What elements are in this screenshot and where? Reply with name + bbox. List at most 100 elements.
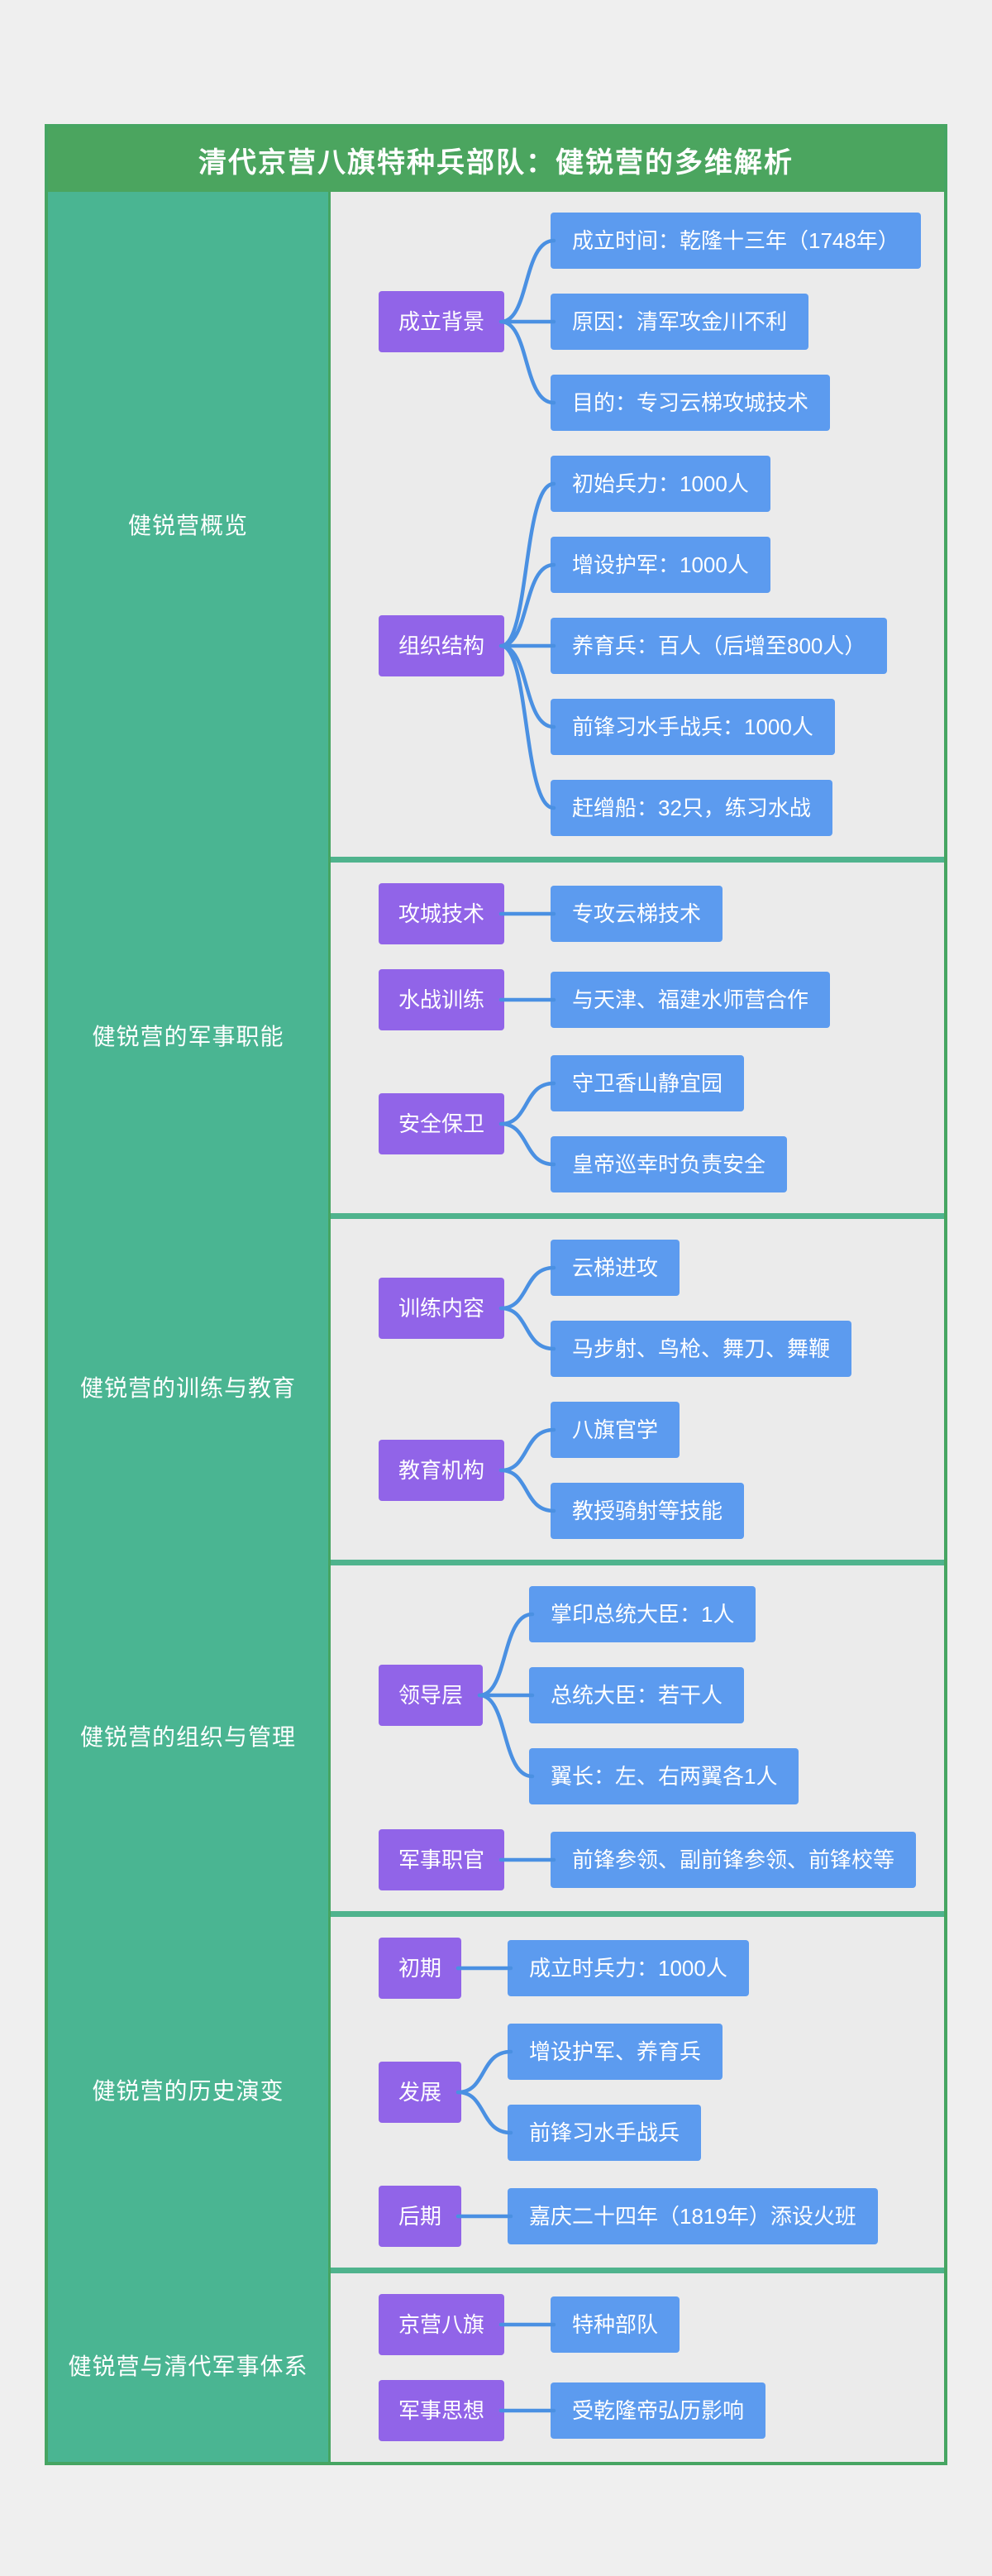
topic-node[interactable]: 后期 <box>379 2186 462 2247</box>
section-label-text: 健锐营与清代军事体系 <box>68 2353 308 2379</box>
branch-connector <box>477 1586 535 1804</box>
leaf-node[interactable]: 成立时兵力：1000人 <box>508 1940 749 1996</box>
branch-connector <box>498 1055 556 1192</box>
leaf-node[interactable]: 掌印总统大臣：1人 <box>529 1586 756 1642</box>
topic-node[interactable]: 水战训练 <box>379 969 505 1030</box>
topic-node[interactable]: 训练内容 <box>379 1278 505 1339</box>
leaf-node[interactable]: 前锋习水手战兵 <box>508 2105 702 2161</box>
branch: 发展 增设护军、养育兵 前锋习水手战兵 <box>379 2024 928 2161</box>
section-overview: 健锐营概览 成立背景 成立时间：乾隆十三年（1748年） 原因：清军攻金川不利 … <box>48 192 944 857</box>
topic-node[interactable]: 领导层 <box>379 1665 484 1726</box>
branch: 水战训练 与天津、福建水师营合作 <box>379 969 928 1030</box>
children-column: 成立时兵力：1000人 <box>508 1940 749 1996</box>
section-content: 训练内容 云梯进攻 马步射、鸟枪、舞刀、舞鞭 教育机构 八旗官学 教授骑射等技能 <box>331 1213 944 1560</box>
children-column: 专攻云梯技术 <box>551 886 723 942</box>
topic-node[interactable]: 军事思想 <box>379 2380 505 2441</box>
topic-node[interactable]: 安全保卫 <box>379 1093 505 1154</box>
section-label-training-education[interactable]: 健锐营的训练与教育 <box>48 1213 331 1560</box>
branch-connector <box>498 969 556 1030</box>
branch: 成立背景 成立时间：乾隆十三年（1748年） 原因：清军攻金川不利 目的：专习云… <box>379 213 928 431</box>
branch: 军事职官 前锋参领、副前锋参领、前锋校等 <box>379 1829 928 1890</box>
section-historical-evolution: 健锐营的历史演变 初期 成立时兵力：1000人 发展 增设护军、 <box>48 1911 944 2268</box>
topic-node[interactable]: 教育机构 <box>379 1440 505 1501</box>
topic-node[interactable]: 成立背景 <box>379 291 505 352</box>
section-label-overview[interactable]: 健锐营概览 <box>48 192 331 857</box>
leaf-node[interactable]: 成立时间：乾隆十三年（1748年） <box>551 213 921 269</box>
leaf-node[interactable]: 受乾隆帝弘历影响 <box>551 2382 766 2439</box>
leaf-node[interactable]: 守卫香山静宜园 <box>551 1055 745 1111</box>
section-label-historical-evolution[interactable]: 健锐营的历史演变 <box>48 1911 331 2268</box>
children-column: 云梯进攻 马步射、鸟枪、舞刀、舞鞭 <box>551 1240 852 1377</box>
branch: 训练内容 云梯进攻 马步射、鸟枪、舞刀、舞鞭 <box>379 1240 928 1377</box>
leaf-node[interactable]: 前锋参领、副前锋参领、前锋校等 <box>551 1832 917 1888</box>
section-label-military-functions[interactable]: 健锐营的军事职能 <box>48 857 331 1213</box>
leaf-node[interactable]: 前锋习水手战兵：1000人 <box>551 699 835 755</box>
leaf-node[interactable]: 嘉庆二十四年（1819年）添设火班 <box>508 2188 878 2244</box>
children-column: 八旗官学 教授骑射等技能 <box>551 1402 745 1539</box>
leaf-node[interactable]: 教授骑射等技能 <box>551 1483 745 1539</box>
section-organization-management: 健锐营的组织与管理 领导层 掌印总统大臣：1人 总统大臣：若干人 翼长：左、右两… <box>48 1560 944 1911</box>
section-content: 京营八旗 特种部队 军事思想 受乾隆帝弘历影响 <box>331 2268 944 2462</box>
branch: 京营八旗 特种部队 <box>379 2294 928 2355</box>
children-column: 前锋参领、副前锋参领、前锋校等 <box>551 1832 917 1888</box>
leaf-node[interactable]: 翼长：左、右两翼各1人 <box>529 1748 799 1804</box>
section-qing-military-system: 健锐营与清代军事体系 京营八旗 特种部队 军事思想 受乾隆帝弘历 <box>48 2268 944 2462</box>
leaf-node[interactable]: 增设护军：1000人 <box>551 537 770 593</box>
section-label-text: 健锐营的训练与教育 <box>79 1374 296 1401</box>
topic-node[interactable]: 初期 <box>379 1938 462 1999</box>
leaf-node[interactable]: 专攻云梯技术 <box>551 886 723 942</box>
leaf-node[interactable]: 总统大臣：若干人 <box>529 1667 745 1723</box>
leaf-node[interactable]: 养育兵：百人（后增至800人） <box>551 618 888 674</box>
section-content: 初期 成立时兵力：1000人 发展 增设护军、养育兵 前锋习水手战兵 <box>331 1911 944 2268</box>
section-military-functions: 健锐营的军事职能 攻城技术 专攻云梯技术 水战训练 与天津、福建 <box>48 857 944 1213</box>
section-training-education: 健锐营的训练与教育 训练内容 云梯进攻 马步射、鸟枪、舞刀、舞鞭 教育机构 <box>48 1213 944 1560</box>
children-column: 初始兵力：1000人 增设护军：1000人 养育兵：百人（后增至800人） 前锋… <box>551 456 888 836</box>
topic-node[interactable]: 京营八旗 <box>379 2294 505 2355</box>
leaf-node[interactable]: 与天津、福建水师营合作 <box>551 972 831 1028</box>
children-column: 特种部队 <box>551 2296 680 2353</box>
branch: 安全保卫 守卫香山静宜园 皇帝巡幸时负责安全 <box>379 1055 928 1192</box>
topic-node[interactable]: 攻城技术 <box>379 883 505 944</box>
children-column: 成立时间：乾隆十三年（1748年） 原因：清军攻金川不利 目的：专习云梯攻城技术 <box>551 213 921 431</box>
leaf-node[interactable]: 初始兵力：1000人 <box>551 456 770 512</box>
topic-node[interactable]: 组织结构 <box>379 615 505 676</box>
branch-connector <box>498 1240 556 1377</box>
children-column: 掌印总统大臣：1人 总统大臣：若干人 翼长：左、右两翼各1人 <box>529 1586 799 1804</box>
children-column: 受乾隆帝弘历影响 <box>551 2382 766 2439</box>
section-label-organization-management[interactable]: 健锐营的组织与管理 <box>48 1560 331 1911</box>
branch-connector <box>455 1938 513 1999</box>
leaf-node[interactable]: 云梯进攻 <box>551 1240 680 1296</box>
leaf-node[interactable]: 特种部队 <box>551 2296 680 2353</box>
branch: 初期 成立时兵力：1000人 <box>379 1938 928 1999</box>
children-column: 嘉庆二十四年（1819年）添设火班 <box>508 2188 878 2244</box>
branch-connector <box>498 1829 556 1890</box>
section-content: 攻城技术 专攻云梯技术 水战训练 与天津、福建水师营合作 <box>331 857 944 1213</box>
branch: 军事思想 受乾隆帝弘历影响 <box>379 2380 928 2441</box>
section-content: 成立背景 成立时间：乾隆十三年（1748年） 原因：清军攻金川不利 目的：专习云… <box>331 192 944 857</box>
section-label-text: 健锐营的组织与管理 <box>79 1723 296 1750</box>
topic-node[interactable]: 军事职官 <box>379 1829 505 1890</box>
leaf-node[interactable]: 增设护军、养育兵 <box>508 2024 723 2080</box>
section-label-text: 健锐营的军事职能 <box>92 1023 284 1049</box>
section-label-qing-military-system[interactable]: 健锐营与清代军事体系 <box>48 2268 331 2462</box>
leaf-node[interactable]: 皇帝巡幸时负责安全 <box>551 1136 788 1192</box>
branch-connector <box>498 2294 556 2355</box>
branch-connector <box>498 2380 556 2441</box>
children-column: 增设护军、养育兵 前锋习水手战兵 <box>508 2024 723 2161</box>
mindmap-title-bar: 清代京营八旗特种兵部队：健锐营的多维解析 <box>48 127 944 192</box>
leaf-node[interactable]: 赶缯船：32只，练习水战 <box>551 780 832 836</box>
leaf-node[interactable]: 原因：清军攻金川不利 <box>551 294 809 350</box>
branch-connector <box>455 2186 513 2247</box>
leaf-node[interactable]: 目的：专习云梯攻城技术 <box>551 375 831 431</box>
branch: 后期 嘉庆二十四年（1819年）添设火班 <box>379 2186 928 2247</box>
branch-connector <box>498 213 556 431</box>
leaf-node[interactable]: 八旗官学 <box>551 1402 680 1458</box>
branch: 攻城技术 专攻云梯技术 <box>379 883 928 944</box>
topic-node[interactable]: 发展 <box>379 2062 462 2123</box>
section-content: 领导层 掌印总统大臣：1人 总统大臣：若干人 翼长：左、右两翼各1人 军事职官 … <box>331 1560 944 1911</box>
leaf-node[interactable]: 马步射、鸟枪、舞刀、舞鞭 <box>551 1321 852 1377</box>
branch: 领导层 掌印总统大臣：1人 总统大臣：若干人 翼长：左、右两翼各1人 <box>379 1586 928 1804</box>
children-column: 与天津、福建水师营合作 <box>551 972 831 1028</box>
branch: 组织结构 初始兵力：1000人 增设护军：1000人 养育兵：百人（后增至800… <box>379 456 928 836</box>
